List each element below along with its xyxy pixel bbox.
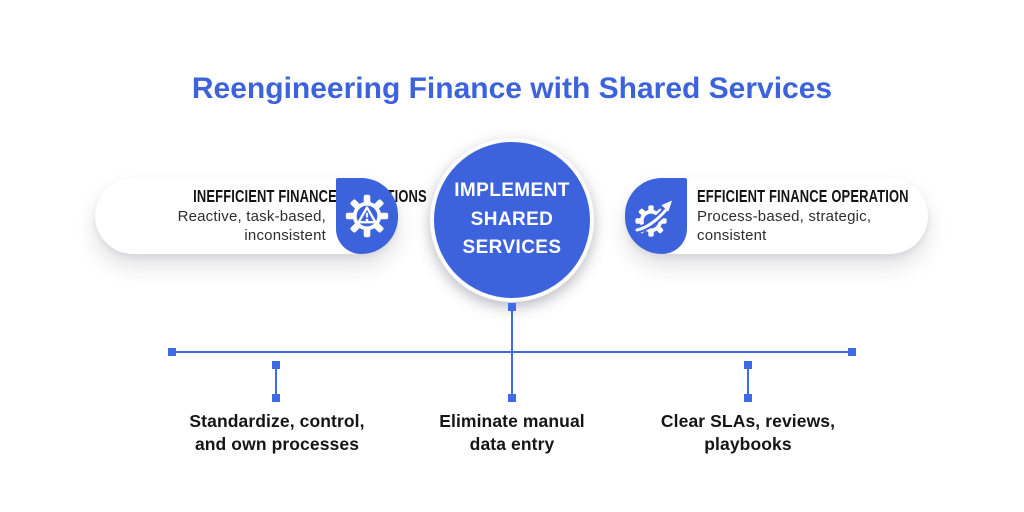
- card-inefficient-heading: INEFFICIENT FINANCE OPERATIONS: [111, 186, 427, 206]
- warning-gear-icon: [345, 194, 389, 238]
- card-efficient-heading: EFFICIENT FINANCE OPERATION: [697, 186, 920, 206]
- page-title: Reengineering Finance with Shared Servic…: [191, 72, 833, 105]
- timeline-caption-standardize: Standardize, control, and own processes: [189, 411, 365, 455]
- left-connector-top-node: [272, 361, 280, 369]
- growth-gear-icon: [633, 200, 672, 237]
- right-connector-bottom-node: [744, 394, 752, 402]
- card-efficient-description: Process-based, strategic, consistent: [697, 208, 872, 245]
- card-efficient-heading-text: EFFICIENT FINANCE OPERATION: [697, 186, 909, 207]
- left-connector-line: [274, 364, 278, 398]
- card-efficient-finance: EFFICIENT FINANCE OPERATION Process-base…: [625, 178, 928, 254]
- warning-gear-badge: [336, 178, 398, 254]
- center-node-label: IMPLEMENT SHARED SERVICES: [454, 180, 570, 259]
- center-connector-top-node: [508, 303, 516, 311]
- center-connector-line: [510, 306, 514, 398]
- card-efficient-content: EFFICIENT FINANCE OPERATION Process-base…: [697, 178, 928, 254]
- right-connector-top-node: [744, 361, 752, 369]
- left-connector-bottom-node: [272, 394, 280, 402]
- card-inefficient-content: INEFFICIENT FINANCE OPERATIONS Reactive,…: [95, 178, 427, 254]
- timeline-left-endpoint: [168, 348, 176, 356]
- right-connector-line: [746, 364, 750, 398]
- growth-gear-badge: [625, 178, 687, 254]
- card-inefficient-finance: INEFFICIENT FINANCE OPERATIONS Reactive,…: [95, 178, 427, 254]
- center-node: IMPLEMENT SHARED SERVICES: [430, 138, 594, 302]
- timeline-caption-eliminate: Eliminate manual data entry: [439, 411, 585, 455]
- card-inefficient-description: Reactive, task-based, inconsistent: [177, 208, 326, 245]
- timeline-caption-slas: Clear SLAs, reviews, playbooks: [660, 411, 836, 455]
- center-connector-bottom-node: [508, 394, 516, 402]
- timeline-right-endpoint: [848, 348, 856, 356]
